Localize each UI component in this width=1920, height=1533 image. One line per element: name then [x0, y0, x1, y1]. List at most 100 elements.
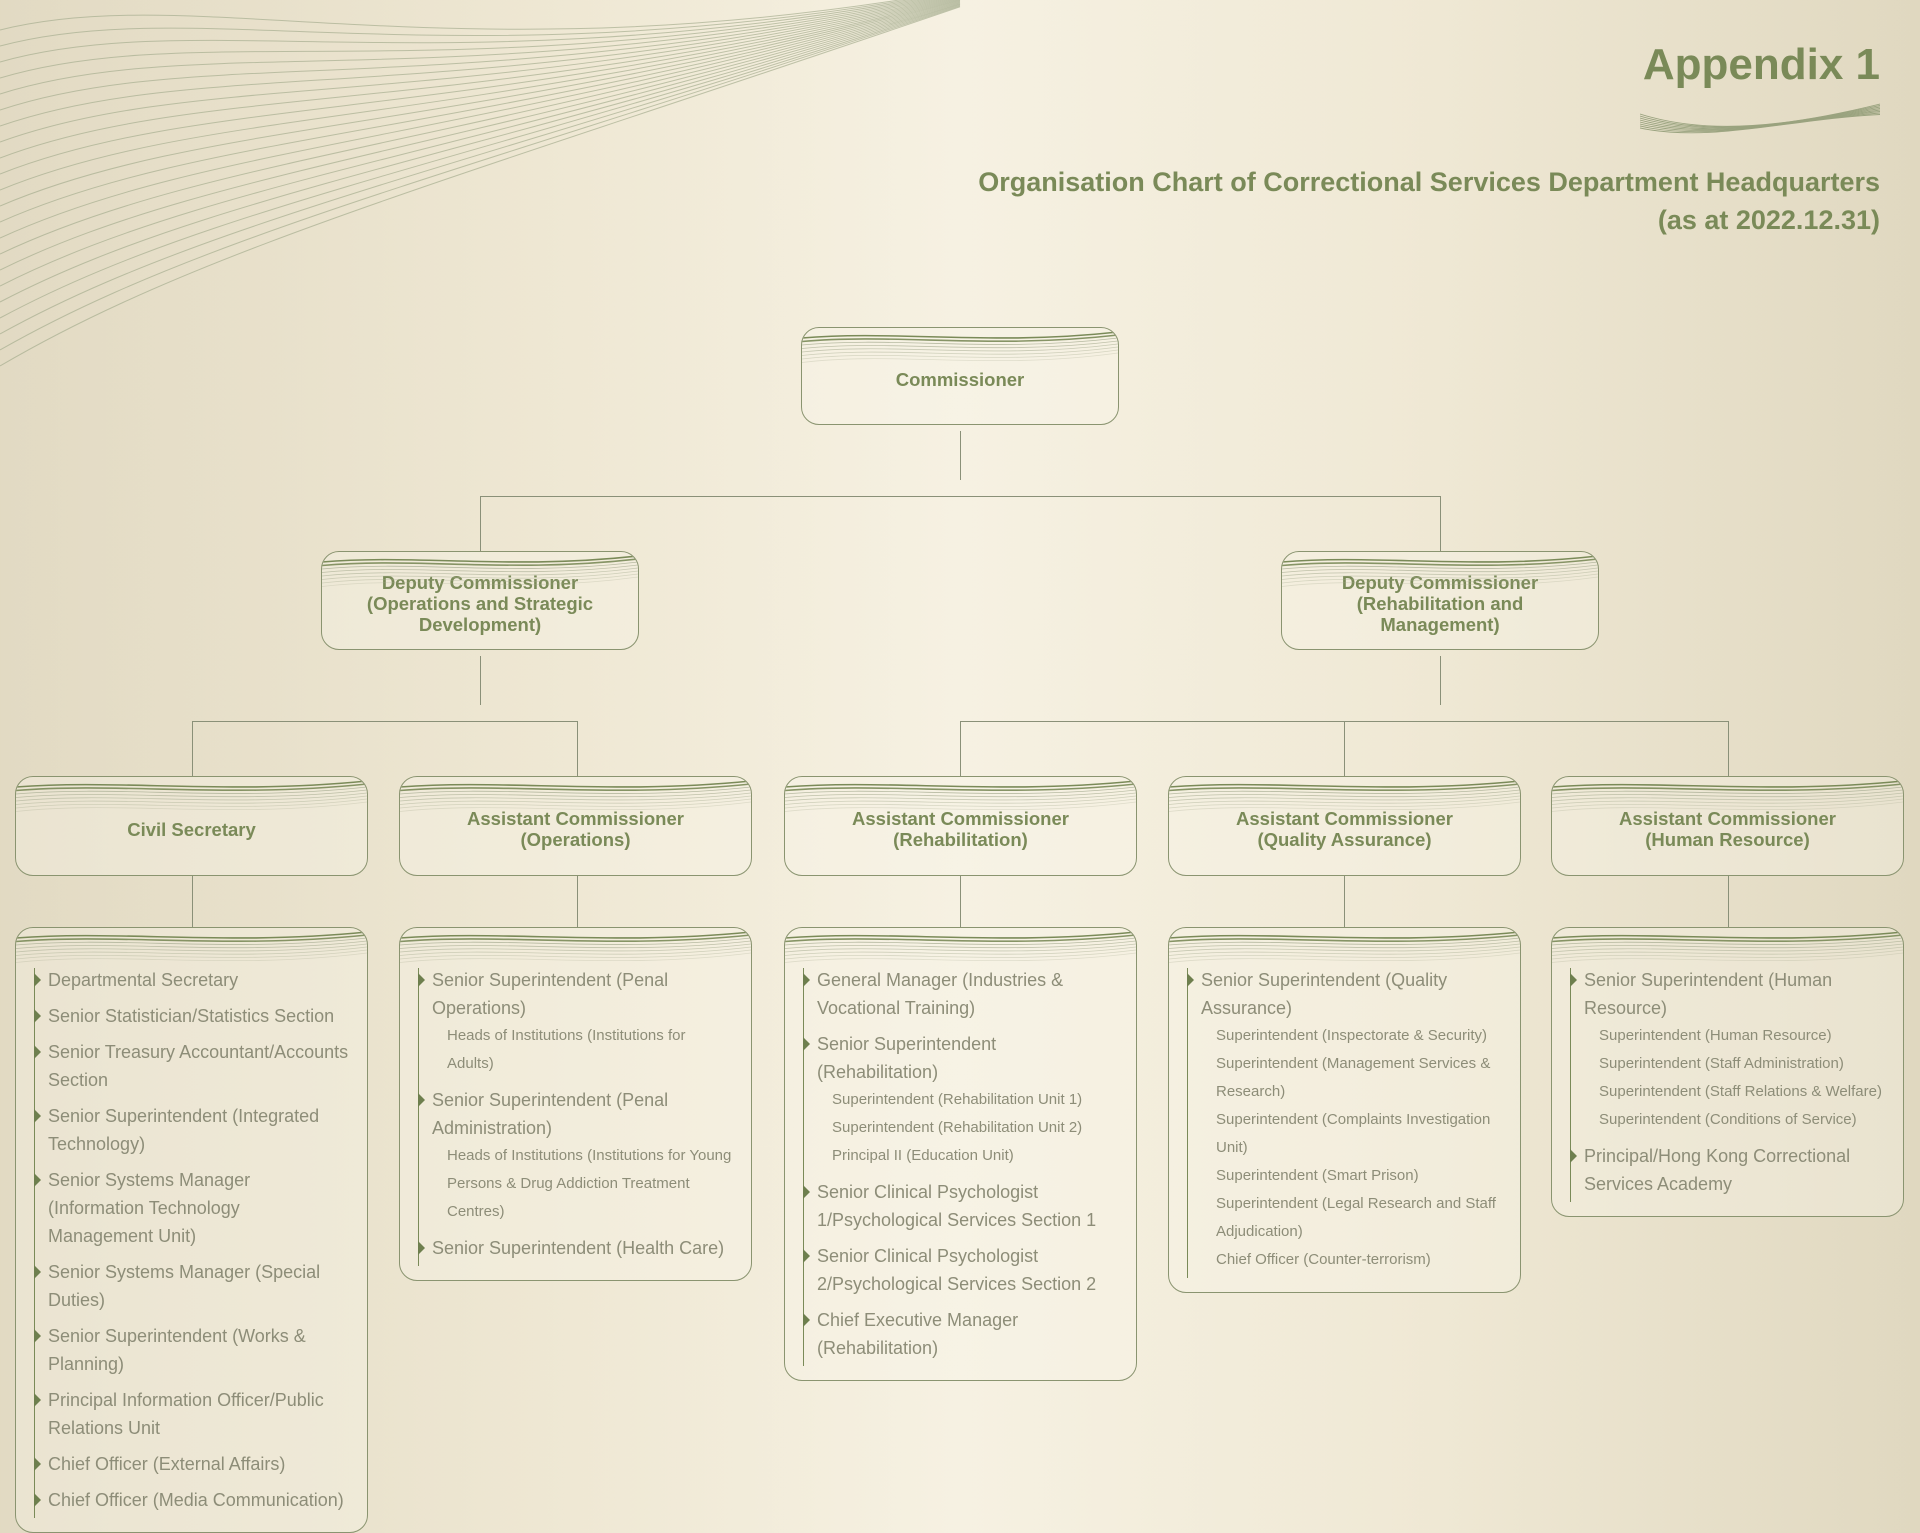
- sub-item: Superintendent (Management Services & Re…: [1216, 1055, 1491, 1100]
- list-item: Departmental Secretary: [34, 966, 349, 994]
- wave-header-decoration: [1552, 780, 1903, 812]
- connector: [480, 496, 482, 551]
- item-label: Departmental Secretary: [48, 970, 239, 990]
- unit-header-box: Assistant Commissioner (Quality Assuranc…: [1168, 776, 1521, 876]
- list-item: Senior Superintendent (Penal Administrat…: [418, 1086, 733, 1226]
- deputy-label: Deputy Commissioner (Rehabilitation and …: [1341, 572, 1539, 635]
- wave-header-decoration: [322, 555, 638, 587]
- wave-header-decoration: [785, 931, 1136, 963]
- connector: [960, 431, 962, 480]
- deputy-commissioner-rehabilitation-box: Deputy Commissioner (Rehabilitation and …: [1281, 551, 1599, 650]
- triangle-bullet-icon: [34, 1173, 41, 1187]
- connector: [192, 721, 194, 776]
- title-wave-decoration: [1640, 103, 1880, 134]
- connector: [960, 876, 962, 927]
- decorative-waves: [0, 0, 961, 367]
- list-item: Senior Superintendent (Human Resource) Su…: [1570, 966, 1885, 1134]
- sub-item: Superintendent (Conditions of Service): [1599, 1111, 1857, 1128]
- item-label: General Manager (Industries & Vocational…: [817, 970, 1064, 1018]
- item-label: Senior Clinical Psychologist 2/Psycholog…: [817, 1246, 1097, 1294]
- unit-list: General Manager (Industries & Vocational…: [785, 928, 1136, 1380]
- connector: [1728, 876, 1730, 927]
- item-label: Senior Superintendent (Works & Planning): [48, 1326, 306, 1374]
- connector: [960, 721, 962, 776]
- unit-title: Assistant Commissioner (Operations): [467, 808, 684, 850]
- item-label: Senior Systems Manager (Special Duties): [48, 1262, 321, 1310]
- unit-title: Assistant Commissioner (Rehabilitation): [852, 808, 1069, 850]
- list-item: General Manager (Industries & Vocational…: [803, 966, 1118, 1022]
- item-label: Senior Superintendent (Human Resource): [1584, 970, 1833, 1018]
- item-label: Senior Clinical Psychologist 1/Psycholog…: [817, 1182, 1097, 1230]
- unit-header-box: Assistant Commissioner (Rehabilitation): [784, 776, 1137, 876]
- appendix-label: Appendix 1: [1642, 40, 1880, 89]
- unit-title: Civil Secretary: [127, 818, 256, 840]
- wave-header-decoration: [1169, 780, 1520, 812]
- sub-item: Superintendent (Smart Prison): [1216, 1167, 1419, 1184]
- triangle-bullet-icon: [803, 1037, 810, 1051]
- unit-list: Senior Superintendent (Quality Assurance…: [1169, 928, 1520, 1292]
- wave-header-decoration: [1169, 931, 1520, 963]
- triangle-bullet-icon: [34, 1493, 41, 1507]
- triangle-bullet-icon: [1570, 973, 1577, 987]
- connector: [1440, 496, 1442, 551]
- connector: [480, 656, 482, 705]
- triangle-bullet-icon: [34, 973, 41, 987]
- item-label: Senior Systems Manager (Information Tech…: [48, 1170, 251, 1246]
- wave-header-decoration: [785, 780, 1136, 812]
- unit-title: Assistant Commissioner (Human Resource): [1619, 808, 1836, 850]
- list-item: Chief Officer (Media Communication): [34, 1486, 349, 1514]
- unit-list-box: General Manager (Industries & Vocational…: [784, 927, 1137, 1381]
- list-bar: [418, 968, 420, 1266]
- item-label: Principal Information Officer/Public Rel…: [48, 1390, 324, 1438]
- triangle-bullet-icon: [418, 1093, 425, 1107]
- item-label: Principal/Hong Kong Correctional Service…: [1584, 1146, 1851, 1194]
- list-item: Chief Officer (External Affairs): [34, 1450, 349, 1478]
- connector: [1728, 721, 1730, 776]
- list-item: Senior Superintendent (Integrated Techno…: [34, 1102, 349, 1158]
- unit-list-box: Senior Superintendent (Penal Operations)…: [399, 927, 752, 1281]
- unit-list-box: Senior Superintendent (Human Resource) Su…: [1551, 927, 1904, 1217]
- triangle-bullet-icon: [34, 1265, 41, 1279]
- item-label: Chief Officer (Media Communication): [48, 1490, 344, 1510]
- triangle-bullet-icon: [34, 1393, 41, 1407]
- triangle-bullet-icon: [418, 1241, 425, 1255]
- triangle-bullet-icon: [34, 1457, 41, 1471]
- item-label: Senior Statistician/Statistics Section: [48, 1006, 335, 1026]
- list-item: Principal Information Officer/Public Rel…: [34, 1386, 349, 1442]
- list-bar: [1187, 968, 1189, 1278]
- list-item: Senior Superintendent (Rehabilitation)Su…: [803, 1030, 1118, 1170]
- triangle-bullet-icon: [803, 1313, 810, 1327]
- sub-item: Heads of Institutions (Institutions for …: [447, 1147, 732, 1220]
- item-label: Senior Superintendent (Integrated Techno…: [48, 1106, 320, 1154]
- commissioner-box: Commissioner: [801, 327, 1119, 425]
- sub-item: Superintendent (Inspectorate & Security): [1216, 1027, 1487, 1044]
- wave-header-decoration: [400, 931, 751, 963]
- triangle-bullet-icon: [1187, 973, 1194, 987]
- sub-item: Superintendent (Rehabilitation Unit 2): [832, 1119, 1083, 1136]
- sub-item: Superintendent (Legal Research and Staff…: [1216, 1195, 1496, 1240]
- triangle-bullet-icon: [1570, 1149, 1577, 1163]
- item-label: Chief Officer (External Affairs): [48, 1454, 286, 1474]
- connector: [577, 721, 579, 776]
- connector: [192, 721, 577, 723]
- connector: [1344, 876, 1346, 927]
- item-label: Chief Executive Manager (Rehabilitation): [817, 1310, 1019, 1358]
- wave-header-decoration: [802, 331, 1118, 363]
- sub-item: Superintendent (Complaints Investigation…: [1216, 1111, 1491, 1156]
- wave-header-decoration: [16, 931, 367, 963]
- item-label: Senior Superintendent (Penal Administrat…: [432, 1090, 669, 1138]
- wave-header-decoration: [400, 780, 751, 812]
- list-item: Senior Treasury Accountant/Accounts Sect…: [34, 1038, 349, 1094]
- chart-date: (as at 2022.12.31): [1657, 205, 1880, 235]
- deputy-label: Deputy Commissioner (Operations and Stra…: [366, 572, 594, 635]
- wave-header-decoration: [1552, 931, 1903, 963]
- list-bar: [34, 968, 36, 1518]
- list-bar: [803, 968, 805, 1366]
- list-item: Senior Superintendent (Health Care): [418, 1234, 733, 1262]
- unit-header-box: Assistant Commissioner (Human Resource): [1551, 776, 1904, 876]
- unit-header-box: Assistant Commissioner (Operations): [399, 776, 752, 876]
- list-item: Chief Executive Manager (Rehabilitation): [803, 1306, 1118, 1362]
- triangle-bullet-icon: [34, 1329, 41, 1343]
